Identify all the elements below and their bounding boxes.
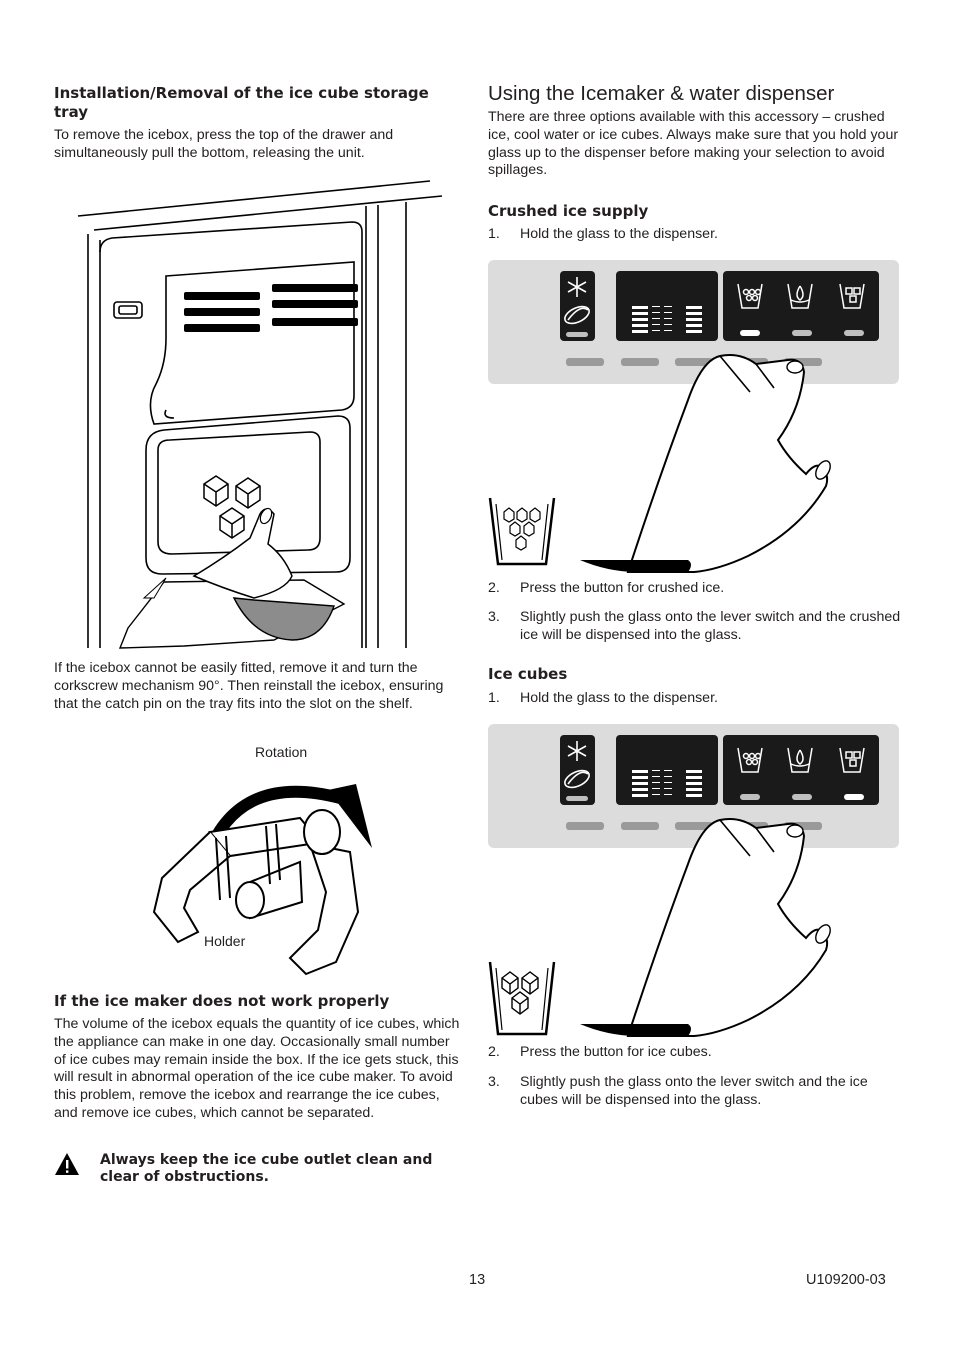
paragraph-remove-icebox: To remove the icebox, press the top of t… [54,127,394,161]
section-heading-installation: Installation/Removal of the ice cube sto… [54,84,429,121]
list-text: Slightly push the glass onto the lever s… [520,609,901,643]
warning-text: Always keep the ice cube outlet clean an… [100,1152,433,1185]
dispenser-controls-crushed [488,271,879,573]
warning-icon [55,1153,79,1175]
list-number: 1. [488,690,500,706]
paragraph-refit-icebox: If the icebox cannot be easily fitted, r… [54,660,444,712]
list-item: 1. Hold the glass to the dispenser. [488,226,908,244]
list-number: 2. [488,580,500,596]
section-heading-not-working: If the ice maker does not work properly [54,992,390,1010]
page-title: Using the Icemaker & water dispenser [488,82,835,105]
list-number: 3. [488,609,500,625]
page-number: 13 [469,1272,486,1288]
dispenser-controls-cubes [488,735,879,1037]
list-item: 3. Slightly push the glass onto the leve… [488,609,908,645]
section-heading-crushed: Crushed ice supply [488,202,649,220]
corkscrew-rotation-diagram [152,784,372,976]
icebox-removal-illustration [77,180,443,649]
list-text: Slightly push the glass onto the lever s… [520,1074,868,1108]
paragraph-intro: There are three options available with t… [488,109,899,179]
document-code: U109200-03 [806,1272,886,1288]
list-item: 3. Slightly push the glass onto the leve… [488,1074,908,1110]
list-text: Hold the glass to the dispenser. [520,690,718,706]
list-text: Press the button for ice cubes. [520,1044,712,1060]
paragraph-troubleshooting: The volume of the icebox equals the quan… [54,1016,460,1121]
list-text: Press the button for crushed ice. [520,580,725,596]
list-item: 2. Press the button for crushed ice. [488,580,908,598]
list-number: 1. [488,226,500,242]
section-heading-ice-cubes: Ice cubes [488,665,568,683]
list-item: 1. Hold the glass to the dispenser. [488,690,908,708]
list-number: 3. [488,1074,500,1090]
list-item: 2. Press the button for ice cubes. [488,1044,908,1062]
label-rotation: Rotation [255,744,308,760]
list-number: 2. [488,1044,500,1060]
list-text: Hold the glass to the dispenser. [520,226,718,242]
label-holder: Holder [204,933,246,949]
